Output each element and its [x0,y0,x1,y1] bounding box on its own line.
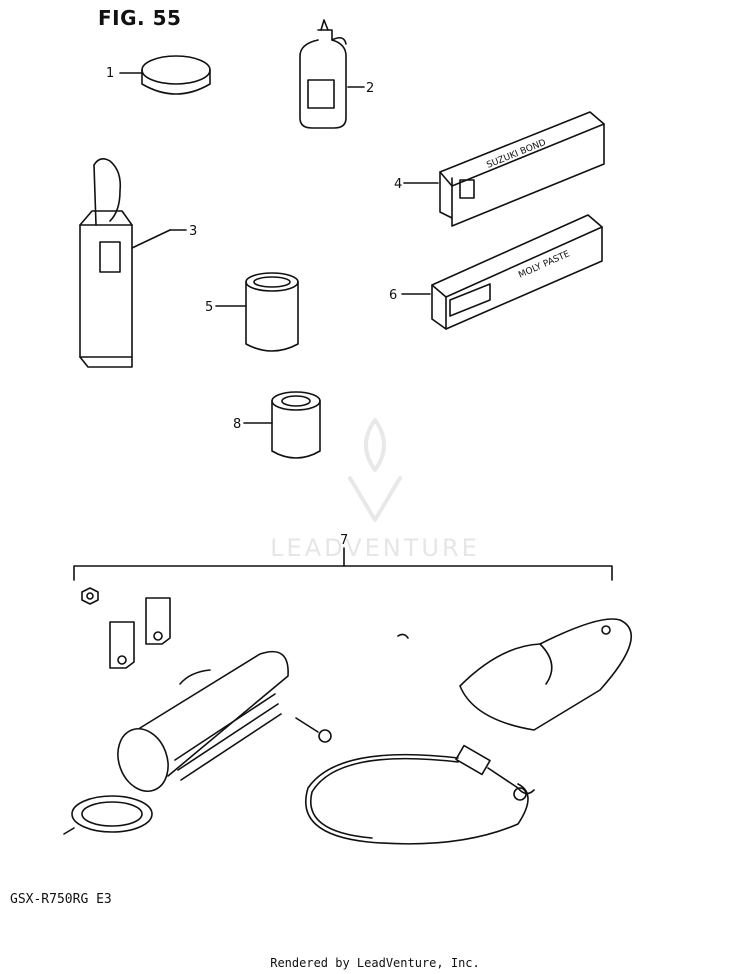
callout-1: 1 [106,66,114,81]
part-7-bolt[interactable] [295,717,332,743]
callout-7: 7 [340,533,348,548]
moly-paste-label: MOLY PASTE [517,249,572,281]
part-3-spray-can[interactable] [79,157,133,368]
callout-4: 4 [394,177,402,192]
suzuki-bond-label: SUZUKI BOND [485,138,547,171]
part-7-tool-bag[interactable] [459,618,632,731]
part-7-tool-holder-lid[interactable] [63,795,153,835]
model-code: GSX-R750RG E3 [10,892,112,907]
part-1-cap[interactable] [141,55,211,95]
callout-2: 2 [366,81,374,96]
callout-5: 5 [205,300,213,315]
figure-title: FIG. 55 [98,6,182,30]
part-6-moly-paste-box[interactable]: MOLY PASTE [431,214,603,330]
part-7-nut[interactable] [81,587,99,605]
footer-credit: Rendered by LeadVenture, Inc. [270,956,480,970]
callout-6: 6 [389,288,397,303]
callout-3: 3 [189,224,197,239]
callout-8: 8 [233,417,241,432]
part-5-grease-can[interactable] [245,272,299,352]
part-7-helmet-wire[interactable] [305,744,535,845]
part-2-oil-bottle[interactable] [299,19,347,129]
part-8-small-can[interactable] [271,391,321,459]
watermark-text: LEADVENTURE [270,534,480,562]
bracket-7 [73,547,613,581]
part-7-tool-holder-cylinder[interactable] [110,650,289,799]
part-7-small-spring[interactable] [397,633,409,639]
part-7-holder-clip-b[interactable] [145,597,171,645]
leader-line-3 [131,229,171,249]
part-4-suzuki-bond-box[interactable]: SUZUKI BOND [439,111,605,227]
watermark-logo [348,418,402,522]
part-7-holder-clip-a[interactable] [109,621,135,669]
